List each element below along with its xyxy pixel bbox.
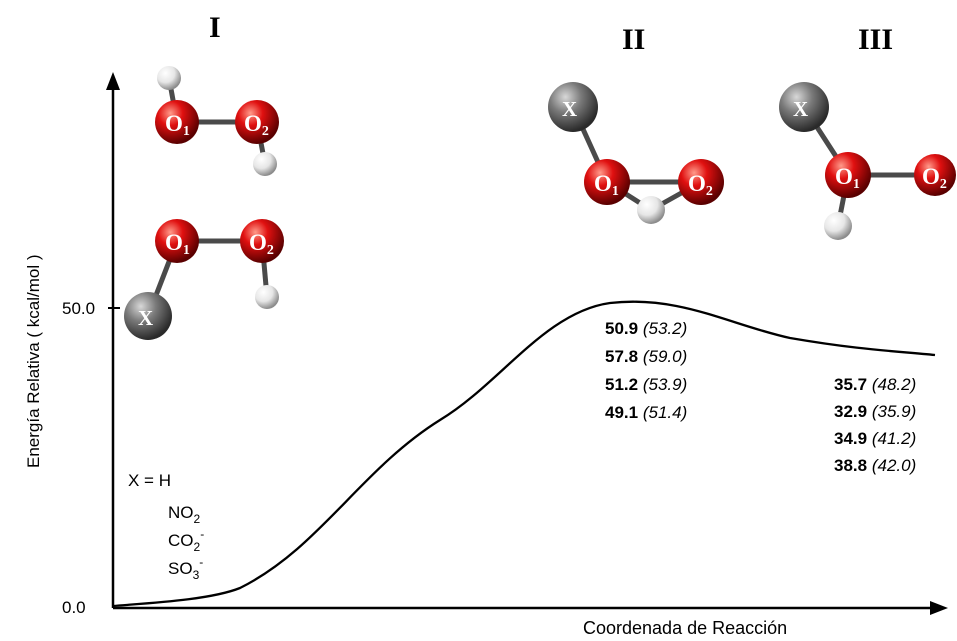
hydrogen-atom: [824, 212, 852, 240]
molecule-iii: X O1 O2: [779, 82, 956, 240]
legend-item-so3: SO3-: [168, 555, 203, 582]
legend-x-eq: X = H: [128, 471, 171, 490]
y-axis-arrowhead: [106, 72, 120, 90]
legend-item-co2: CO2-: [168, 527, 204, 554]
svg-text:X: X: [562, 97, 577, 121]
x-group-atom: [779, 82, 829, 132]
svg-text:X: X: [793, 97, 808, 121]
molecule-i-upper: O1 O2: [155, 66, 279, 176]
energy-curve: [112, 300, 936, 608]
oxygen-atom-2: [240, 219, 284, 263]
svg-text:O2: O2: [922, 164, 947, 192]
x-group-atom: [548, 82, 598, 132]
energies-product: 35.7 (48.2) 32.9 (35.9) 34.9 (41.2) 38.8…: [834, 375, 916, 475]
stage-label-iii: III: [858, 23, 893, 56]
svg-text:O1: O1: [594, 171, 619, 199]
x-group-atom: [124, 292, 172, 340]
x-axis-arrowhead: [930, 601, 948, 615]
svg-text:O1: O1: [165, 230, 190, 258]
energy-ts-2: 57.8 (59.0): [605, 347, 687, 366]
oxygen-atom-1: [584, 159, 630, 205]
energy-product-4: 38.8 (42.0): [834, 456, 916, 475]
oxygen-atom-1: [155, 219, 199, 263]
oxygen-atom-2: [235, 100, 279, 144]
energy-ts-3: 51.2 (53.9): [605, 375, 687, 394]
substituent-legend: X = H NO2 CO2- SO3-: [128, 471, 204, 582]
svg-text:O1: O1: [835, 164, 860, 192]
energy-ts-1: 50.9 (53.2): [605, 319, 687, 338]
energy-product-2: 32.9 (35.9): [834, 402, 916, 421]
svg-text:O2: O2: [688, 171, 713, 199]
hydrogen-atom: [637, 196, 665, 224]
svg-text:O2: O2: [244, 111, 269, 139]
y-axis-label: Energía Relativa ( kcal/mol ): [24, 254, 43, 468]
hydrogen-atom: [255, 285, 279, 309]
hydrogen-atom: [253, 152, 277, 176]
axes: 50.0 0.0 Energía Relativa ( kcal/mol ) C…: [24, 72, 948, 638]
oxygen-atom-2: [678, 159, 724, 205]
x-axis-label: Coordenada de Reacción: [583, 618, 787, 638]
stage-label-i: I: [209, 11, 221, 44]
y-tick-label-50: 50.0: [62, 299, 95, 318]
molecule-ii: X O1 O2: [548, 82, 724, 224]
y-tick-label-0: 0.0: [62, 598, 86, 617]
svg-text:O2: O2: [249, 230, 274, 258]
svg-text:O1: O1: [165, 111, 190, 139]
oxygen-atom-2: [914, 154, 956, 196]
energy-product-3: 34.9 (41.2): [834, 429, 916, 448]
svg-text:X: X: [138, 306, 153, 330]
oxygen-atom-1: [155, 100, 199, 144]
molecule-i-lower: X O1 O2: [124, 219, 284, 340]
oxygen-atom-1: [825, 152, 871, 198]
energy-ts-4: 49.1 (51.4): [605, 403, 687, 422]
hydrogen-atom: [157, 66, 181, 90]
legend-item-no2: NO2: [168, 503, 201, 526]
energies-ts: 50.9 (53.2) 57.8 (59.0) 51.2 (53.9) 49.1…: [605, 319, 687, 422]
stage-label-ii: II: [622, 23, 645, 56]
energy-product-1: 35.7 (48.2): [834, 375, 916, 394]
